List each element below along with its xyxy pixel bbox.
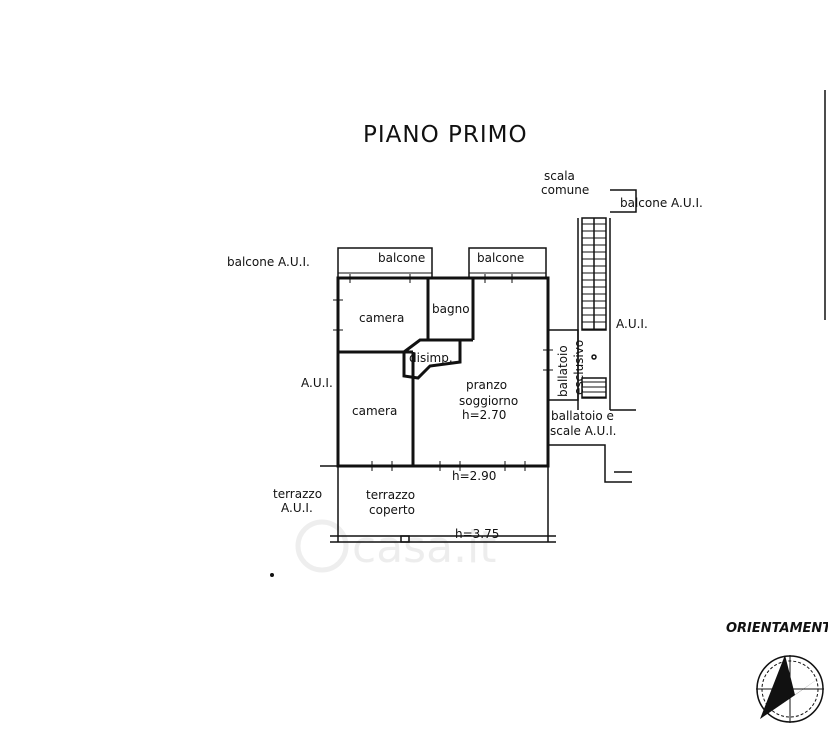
label-camera-bottom: camera	[352, 404, 397, 418]
label-camera-top: camera	[359, 311, 404, 325]
label-bagno: bagno	[432, 302, 470, 316]
scala-comune-stairs	[577, 217, 611, 410]
compass-icon	[756, 655, 824, 723]
label-pranzo: pranzo	[466, 378, 507, 392]
label-soggiorno: soggiorno	[459, 394, 518, 408]
label-ballatoio-scale-2: scale A.U.I.	[550, 424, 617, 438]
label-ballatoio-esclusivo-2: esclusivo	[572, 340, 586, 395]
label-aui-left: A.U.I.	[301, 376, 333, 390]
stray-mark	[270, 573, 274, 577]
label-balcone-aui-left: balcone A.U.I.	[227, 255, 310, 269]
plan-title: PIANO PRIMO	[363, 122, 528, 148]
label-comune: comune	[541, 183, 589, 197]
label-h-270: h=2.70	[462, 408, 506, 422]
balconies	[337, 247, 547, 279]
label-ballatoio-scale-1: ballatoio e	[551, 409, 614, 423]
label-terrazzo-aui-2: A.U.I.	[281, 501, 313, 515]
watermark-text: casa.it	[352, 522, 497, 573]
label-scala: scala	[544, 169, 575, 183]
watermark-logo-icon	[295, 519, 349, 573]
label-h-290: h=2.90	[452, 469, 496, 483]
label-h-375: h=3.75	[455, 527, 499, 541]
label-terrazzo-coperto-1: terrazzo	[366, 488, 415, 502]
label-disimp: disimp.	[409, 351, 453, 365]
label-aui-right: A.U.I.	[616, 317, 648, 331]
label-balcone-2: balcone	[477, 251, 524, 265]
terrazzo-coperto-area	[330, 466, 556, 543]
watermark: casa.it	[295, 519, 497, 573]
right-balcony-outline	[547, 189, 637, 483]
label-ballatoio-esclusivo-1: ballatoio	[556, 345, 570, 397]
orientamento-label: ORIENTAMENT	[726, 621, 828, 636]
label-terrazzo-aui-1: terrazzo	[273, 487, 322, 501]
label-balcone-1: balcone	[378, 251, 425, 265]
wall-openings	[333, 274, 553, 471]
label-terrazzo-coperto-2: coperto	[369, 503, 415, 517]
label-balcone-aui-right: balcone A.U.I.	[620, 196, 703, 210]
